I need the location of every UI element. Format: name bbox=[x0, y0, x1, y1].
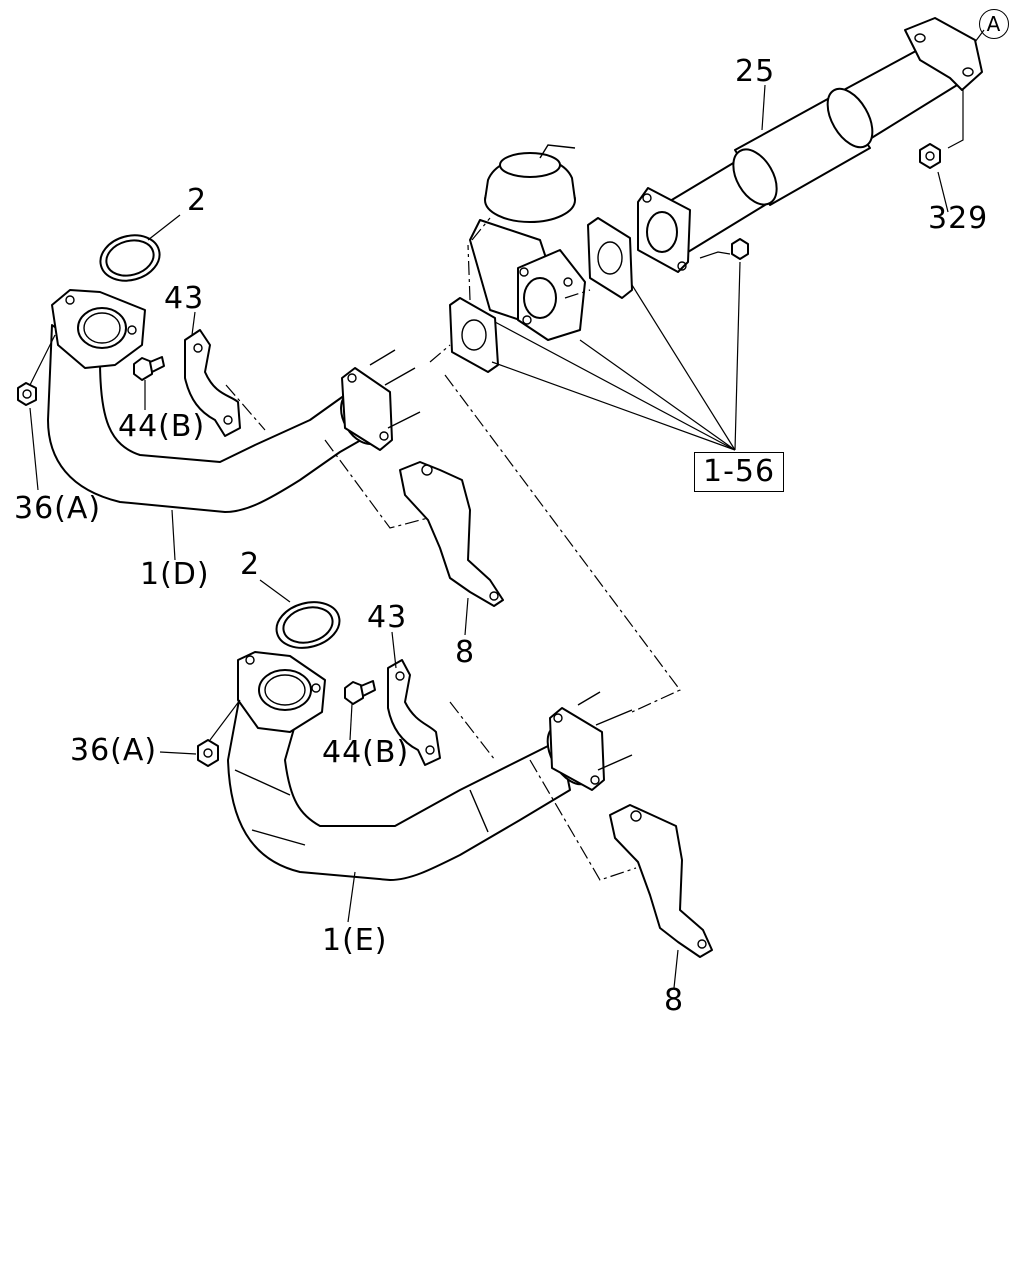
flange-1d bbox=[341, 349, 421, 451]
bracket-8-bottom bbox=[609, 804, 713, 958]
callout-2-top: 2 bbox=[187, 183, 208, 218]
gasket-valve-left bbox=[449, 297, 499, 373]
callout-329: 329 bbox=[928, 201, 989, 236]
clamp-43-top bbox=[184, 329, 241, 437]
callout-36a-bottom: 36(A) bbox=[70, 733, 158, 768]
callout-8-bottom: 8 bbox=[664, 983, 685, 1018]
callout-25: 25 bbox=[735, 54, 776, 89]
bolt-44b-bottom bbox=[344, 680, 376, 705]
nut-36a-top bbox=[17, 382, 37, 406]
nut-small-156 bbox=[731, 238, 749, 260]
flange-1e bbox=[549, 691, 633, 791]
callout-36a-top: 36(A) bbox=[14, 491, 102, 526]
callout-43-top: 43 bbox=[164, 281, 205, 316]
bolt-44b-top bbox=[133, 356, 165, 381]
ring-gasket-2-top bbox=[99, 234, 161, 282]
callout-1e: 1(E) bbox=[322, 923, 388, 958]
callout-43-bottom: 43 bbox=[367, 600, 408, 635]
ring-gasket-2-bottom bbox=[275, 601, 341, 649]
callout-44b-top: 44(B) bbox=[118, 409, 206, 444]
exhaust-pipe-1d bbox=[47, 289, 384, 513]
leader-lines bbox=[29, 29, 985, 989]
clamp-43-bottom bbox=[387, 659, 441, 766]
bracket-8-top bbox=[399, 461, 504, 607]
callout-44b-bottom: 44(B) bbox=[322, 735, 410, 770]
gasket-valve-right bbox=[587, 217, 633, 299]
exhaust-pipe-1e bbox=[227, 651, 594, 881]
pipe-25 bbox=[654, 17, 983, 253]
nut-36a-bottom bbox=[197, 739, 219, 767]
flange-25-left bbox=[637, 187, 691, 273]
callout-8-top: 8 bbox=[455, 635, 476, 670]
nut-329 bbox=[919, 143, 941, 169]
callout-1d: 1(D) bbox=[140, 557, 210, 592]
callout-2-bottom: 2 bbox=[240, 547, 261, 582]
callout-a-circle: A bbox=[979, 9, 1009, 39]
exhaust-brake-valve bbox=[469, 144, 586, 341]
callout-1-56: 1-56 bbox=[694, 452, 785, 492]
